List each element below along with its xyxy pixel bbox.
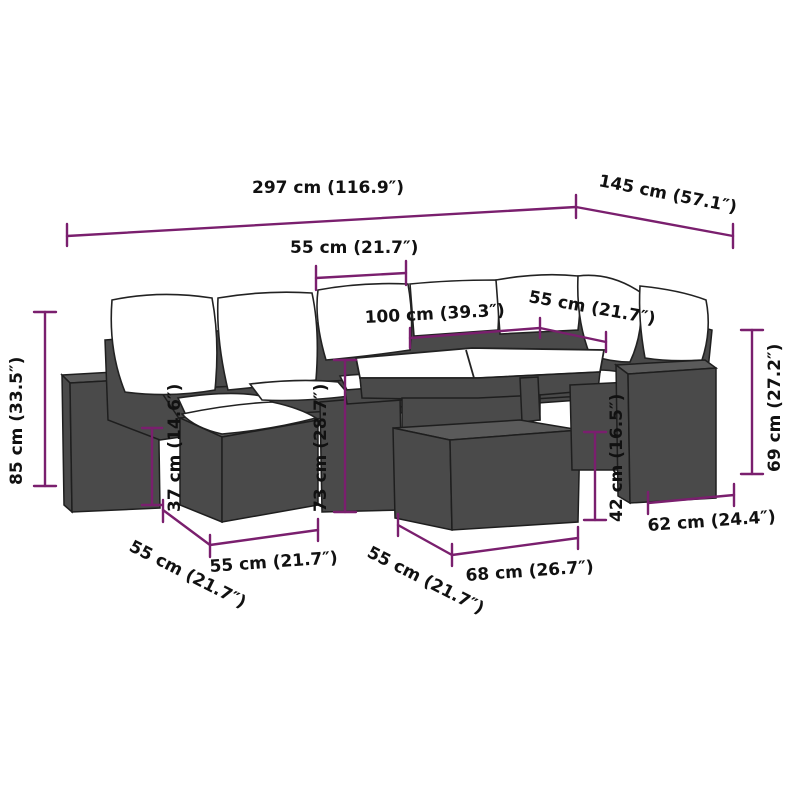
- seat-height-label: 37 cm (14.6″): [165, 384, 185, 512]
- sofa-set-illustration: [60, 273, 719, 531]
- footstool-height-label: 42 cm (16.5″): [607, 394, 627, 522]
- table-base-width-line: [450, 536, 580, 557]
- left-footstool: [177, 401, 321, 524]
- table-base-depth-line: [396, 523, 454, 557]
- middle-seat-base: [319, 385, 403, 513]
- total-width-label: 297 cm (116.9″): [252, 178, 404, 198]
- side-table-height-label: 69 cm (27.2″): [765, 344, 785, 472]
- armrest-height-label: 73 cm (28.7″): [311, 384, 331, 512]
- table-depth-top-line: [538, 326, 608, 344]
- footstool-width-line: [208, 528, 320, 547]
- footstool-width-label: 55 cm (21.7″): [209, 548, 338, 577]
- table-base-width-label: 68 cm (26.7″): [465, 557, 594, 586]
- dimension-lines: [32, 193, 765, 568]
- footstool-depth-line: [161, 508, 212, 547]
- cushion-width-label: 55 cm (21.7″): [290, 238, 418, 258]
- side-table-width-line: [646, 493, 736, 505]
- front-footstool: [392, 419, 581, 531]
- total-height-label: 85 cm (33.5″): [7, 357, 27, 485]
- right-side-table: [613, 359, 719, 505]
- table-width-line: [408, 326, 542, 340]
- total-depth-label: 145 cm (57.1″): [597, 171, 738, 217]
- dining-table: [354, 347, 606, 431]
- cushion-width-line: [314, 271, 408, 280]
- total-width-line: [65, 205, 578, 238]
- total-depth-line: [574, 205, 735, 238]
- side-table-width-label: 62 cm (24.4″): [647, 507, 776, 536]
